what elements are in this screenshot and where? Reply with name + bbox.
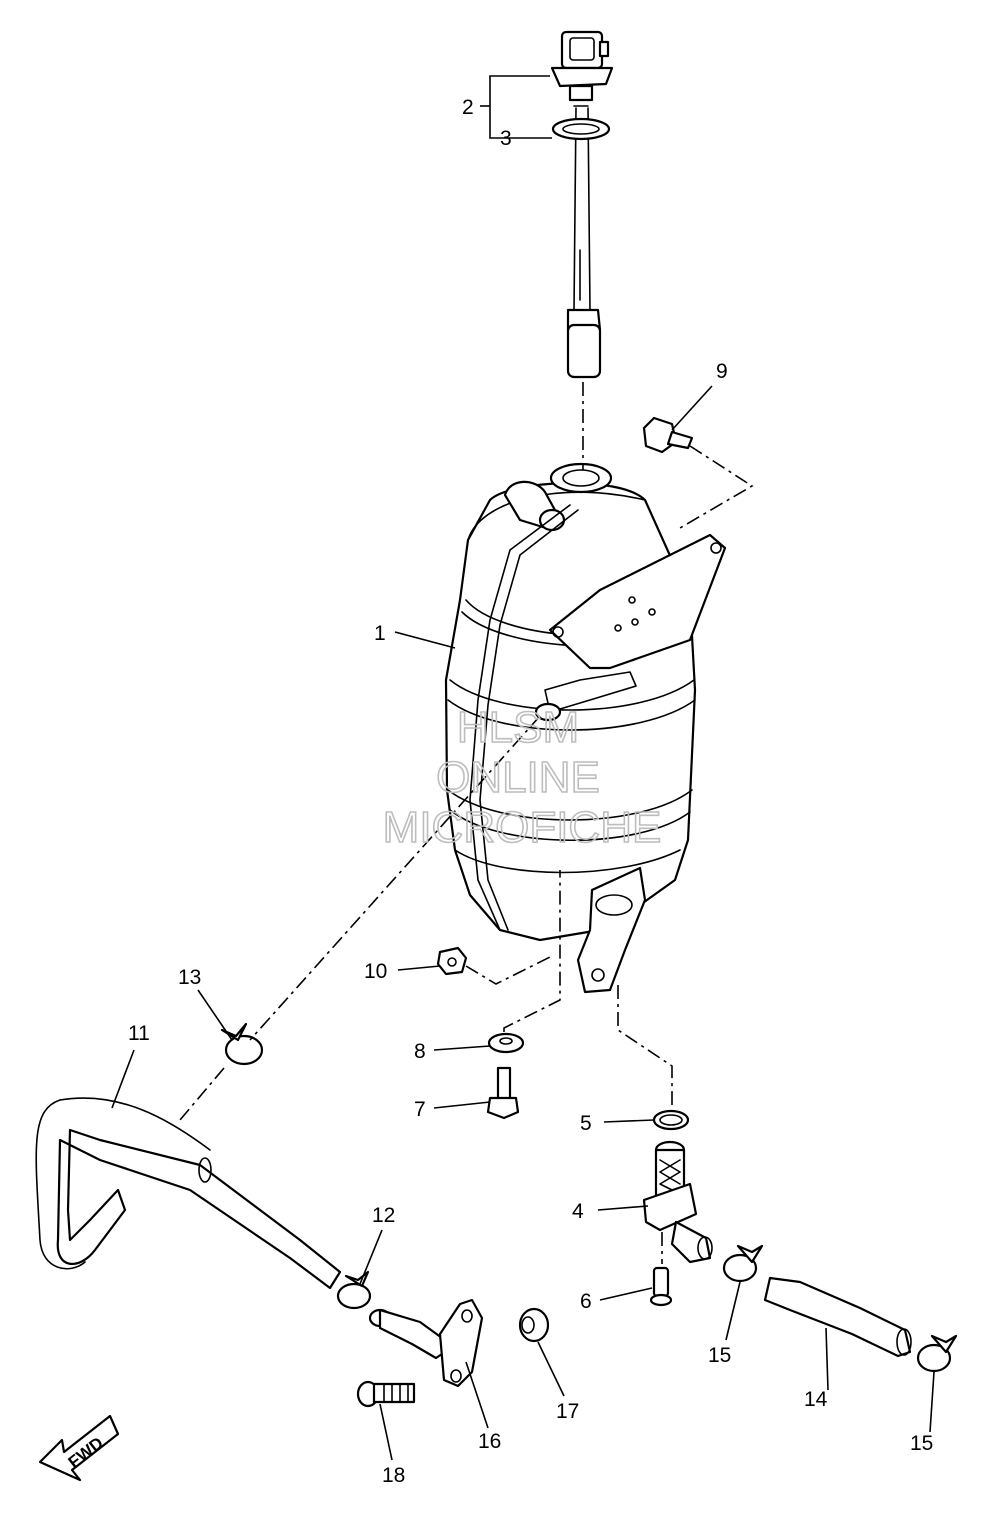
o-ring-5[interactable] [652,1109,690,1131]
clamp-15-lower[interactable] [916,1334,958,1373]
assembly-lines [179,382,754,1264]
callout-4[interactable]: 4 [572,1200,584,1223]
callout-5[interactable]: 5 [580,1112,592,1135]
callout-10[interactable]: 10 [364,960,387,983]
bolt-6[interactable] [649,1266,673,1307]
callout-14[interactable]: 14 [804,1388,828,1411]
callout-17[interactable]: 17 [556,1400,579,1423]
fwd-arrow-icon: FWD [38,1414,120,1482]
pipe-16[interactable] [368,1298,484,1388]
washer-8[interactable] [487,1032,525,1054]
oil-level-gauge[interactable] [550,30,614,379]
hose-11[interactable] [35,1097,342,1290]
bolt-18[interactable] [356,1380,416,1408]
callout-3[interactable]: 3 [500,127,512,150]
callouts: 1 2 3 9 10 13 11 8 7 5 4 12 6 15 17 14 1… [128,96,933,1487]
nut-10[interactable] [436,946,468,976]
watermark-line-2: ONLINE [436,753,600,802]
collar-17[interactable] [518,1307,550,1343]
callout-13[interactable]: 13 [178,966,201,989]
clamp-15-upper[interactable] [722,1244,764,1283]
callout-15-upper[interactable]: 15 [708,1344,731,1367]
callout-12[interactable]: 12 [372,1204,395,1227]
callout-16[interactable]: 16 [478,1430,501,1453]
callout-6[interactable]: 6 [580,1290,592,1313]
watermark: HLSM ONLINE MICROFICHE [382,702,662,853]
callout-2[interactable]: 2 [462,96,474,119]
leader-lines [111,75,935,1461]
callout-1[interactable]: 1 [374,622,386,645]
hose-14[interactable] [763,1276,912,1358]
callout-18[interactable]: 18 [382,1464,405,1487]
callout-7[interactable]: 7 [414,1098,426,1121]
o-ring-3[interactable] [551,117,611,141]
bolt-7[interactable] [486,1066,520,1120]
callout-11[interactable]: 11 [128,1022,150,1045]
clamp-12[interactable] [336,1270,372,1310]
fitting-4[interactable] [642,1140,713,1264]
watermark-line-3: MICROFICHE [383,803,662,852]
clamp-13[interactable] [220,1022,264,1066]
watermark-line-1: HLSM [457,703,579,752]
callout-8[interactable]: 8 [414,1040,426,1063]
callout-9[interactable]: 9 [716,360,728,383]
bolt-9[interactable] [642,416,694,454]
callout-15-lower[interactable]: 15 [910,1432,933,1455]
oil-tank[interactable] [444,462,727,994]
